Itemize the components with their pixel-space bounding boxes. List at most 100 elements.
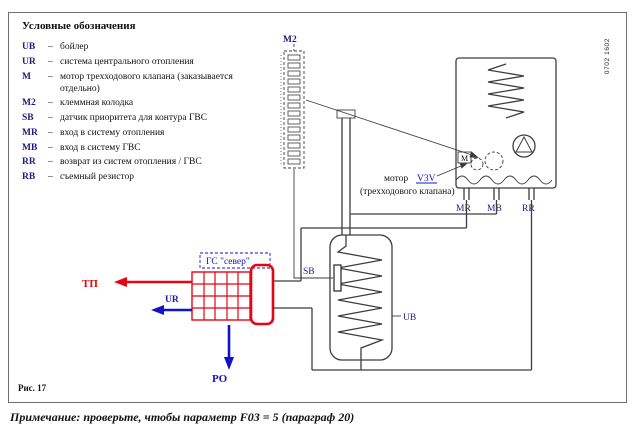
water-level-wave [455, 175, 553, 185]
terminal [287, 142, 301, 149]
legend-dash: – [48, 71, 53, 82]
heating-heat-exchanger: ГС "север" ТП UR РО [82, 252, 275, 385]
gs-sever-box [199, 252, 271, 269]
terminal [287, 118, 301, 125]
terminal [287, 134, 301, 141]
motor-box-label: M [461, 154, 468, 163]
terminal [287, 54, 301, 61]
terminal [287, 102, 301, 109]
motor-wire-arrowhead [469, 151, 479, 158]
boiler-unit: M MR MB RR [455, 57, 557, 214]
terminal-block: M2 [280, 35, 305, 169]
legend-row-rb: RB –съемный резистор [22, 171, 266, 183]
wiring [293, 99, 479, 279]
v3v-link[interactable]: V3V [417, 174, 436, 184]
sb-label: SB [303, 267, 315, 277]
legend-abbr: SB [22, 113, 34, 124]
legend-dash: – [48, 142, 53, 153]
terminal [287, 94, 301, 101]
legend-dash: – [48, 56, 53, 67]
callout-arrow [436, 165, 462, 177]
legend-abbr: RR [22, 157, 36, 168]
legend-dash: – [48, 127, 53, 138]
legend-abbr: RB [22, 172, 36, 183]
gs-sever-label: ГС "север" [206, 257, 250, 267]
tp-label: ТП [82, 278, 98, 290]
legend-row-mb: MB–вход в систему ГВС [22, 142, 266, 154]
ur-label: UR [165, 295, 179, 305]
diagram-frame [8, 12, 627, 403]
legend-text: возврат из систем отопления / ГВС [60, 157, 202, 168]
legend-abbr: MB [22, 142, 38, 153]
motor-box [457, 151, 472, 164]
legend-row-rr: RR –возврат из систем отопления / ГВС [22, 156, 266, 168]
terminal-block-outline [283, 50, 305, 169]
three-way-valve [484, 151, 504, 171]
terminal [287, 62, 301, 69]
legend-text: съемный резистор [60, 172, 134, 183]
legend-abbr: M2 [22, 98, 36, 109]
terminal [287, 70, 301, 77]
terminal [287, 110, 301, 117]
legend-dash: – [48, 42, 53, 52]
tank-coil [336, 235, 385, 360]
legend-row-m: M –мотор трехходового клапана (заказывает… [22, 71, 266, 95]
mb-label: MB [487, 204, 502, 214]
valve-motor-position [470, 157, 484, 171]
pump [512, 134, 536, 158]
legend-row-ub: UB –бойлер [22, 41, 266, 53]
hx-manifold [249, 263, 275, 326]
footnote: Примечание: проверьте, чтобы параметр F0… [10, 410, 355, 424]
callout-arrowhead [459, 163, 468, 169]
figure-label: Рис. 17 [18, 383, 47, 393]
sb-wire [293, 169, 333, 279]
ur-arrowhead [151, 305, 164, 315]
terminal [287, 86, 301, 93]
sb-sensor [333, 264, 342, 292]
mr-label: MR [456, 204, 471, 214]
m2-label: M2 [283, 35, 297, 45]
ro-arrowhead [224, 357, 234, 370]
document-code: 0702 1602 [604, 38, 611, 75]
legend-row-sb: SB –датчик приоритета для контура ГВС [22, 112, 266, 124]
terminal [287, 78, 301, 85]
legend: Условные обозначения UB–бойлер UR–систем… [22, 20, 266, 186]
piping [273, 109, 533, 371]
valve-outlet-cap [336, 109, 356, 119]
legend-row-ur: UR –система центрального отопления [22, 56, 266, 68]
legend-abbr: MR [22, 127, 38, 138]
tp-arrowhead [114, 277, 127, 287]
ub-label: UB [403, 313, 416, 323]
legend-abbr: UR [22, 56, 36, 67]
boiler-heat-exchanger-coil [487, 63, 525, 119]
legend-abbr: UB [22, 42, 36, 52]
legend-text: система центрального отопления [60, 56, 194, 67]
legend-text: вход в систему отопления [60, 127, 165, 138]
motor-word: мотор [384, 174, 408, 184]
legend-text: бойлер [60, 42, 89, 52]
tank-body [329, 234, 393, 361]
terminal [287, 158, 301, 165]
legend-title: Условные обозначения [22, 20, 136, 32]
legend-dash: – [48, 113, 53, 124]
motor-callout: мотор V3V (трехходового клапана) [360, 163, 468, 197]
legend-text: вход в систему ГВС [60, 142, 141, 153]
legend-row-mr: MR–вход в систему отопления [22, 127, 266, 139]
terminal [287, 126, 301, 133]
terminal [287, 150, 301, 157]
legend-row-m2: M2 –клеммная колодка [22, 97, 266, 109]
storage-tank: SB UB [303, 234, 416, 361]
motor-wire [305, 99, 473, 156]
legend-text: клеммная колодка [60, 98, 134, 109]
ro-label: РО [212, 373, 228, 385]
legend-text: мотор трехходового клапана (заказывается… [60, 71, 233, 94]
legend-dash: – [48, 98, 53, 109]
legend-dash: – [48, 172, 53, 183]
rr-label: RR [522, 204, 535, 214]
legend-abbr: M [22, 71, 31, 82]
pump-triangle [515, 135, 533, 153]
legend-dash: – [48, 157, 53, 168]
legend-text: датчик приоритета для контура ГВС [60, 113, 208, 124]
motor-paren: (трехходового клапана) [360, 186, 455, 197]
